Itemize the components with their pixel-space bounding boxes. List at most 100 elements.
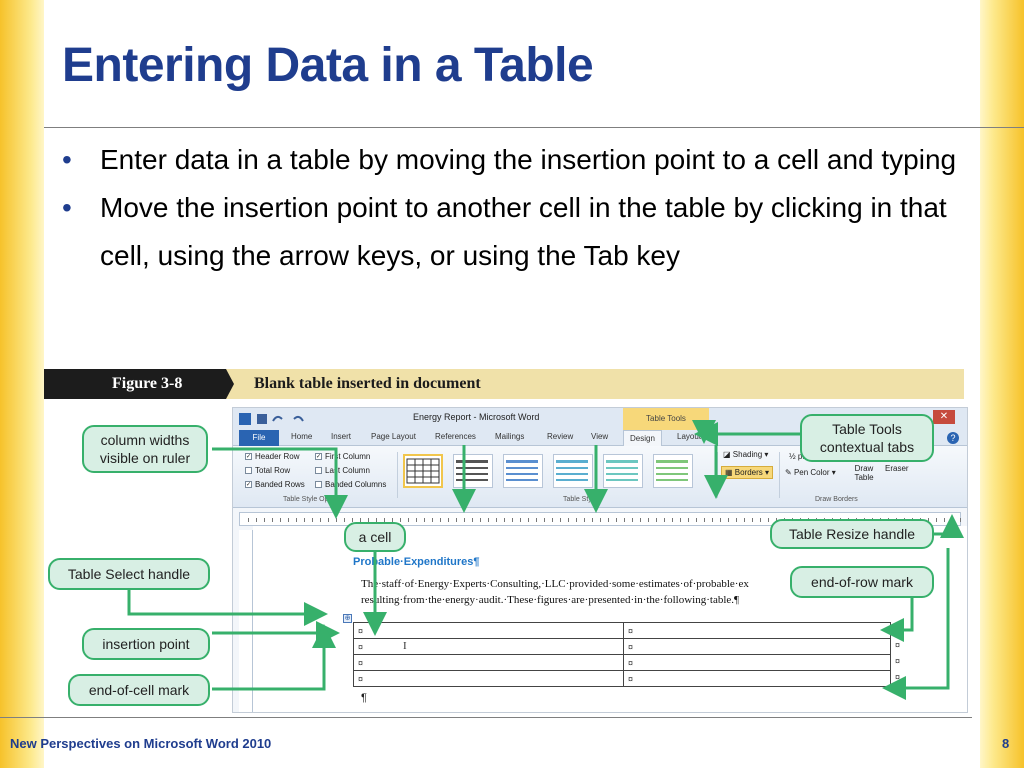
- checkbox-icon: [245, 467, 252, 475]
- document-paragraph: The·staff·of·Energy·Experts·Consulting,·…: [361, 576, 871, 608]
- callout-table-resize: Table Resize handle: [770, 519, 934, 549]
- table-cell[interactable]: ¤: [353, 622, 624, 639]
- table-style-option[interactable]: [653, 454, 693, 488]
- table-row: ¤¤: [353, 622, 891, 639]
- table-cell[interactable]: ¤: [623, 670, 891, 687]
- ruler-tick: [576, 518, 577, 522]
- figure-label: Figure 3-8: [44, 369, 234, 399]
- option-header-row[interactable]: ✓Header Row: [245, 452, 300, 461]
- vertical-ruler: [239, 530, 253, 712]
- ribbon-separator: [717, 452, 718, 498]
- figure-label-text: Figure 3-8: [112, 375, 183, 392]
- checkbox-checked-icon: ✓: [315, 453, 322, 461]
- ruler-tick: [728, 518, 729, 522]
- tab-view[interactable]: View: [591, 432, 609, 441]
- ruler-tick: [632, 518, 633, 522]
- ruler-tick: [720, 518, 721, 522]
- ruler-tick: [336, 518, 337, 522]
- group-label-table-styles: Table Styles: [563, 496, 601, 503]
- title-divider: [44, 127, 1024, 128]
- option-banded-rows[interactable]: ✓Banded Rows: [245, 480, 305, 489]
- tab-file[interactable]: File: [239, 430, 279, 446]
- callout-table-tools: Table Tools contextual tabs: [800, 414, 934, 462]
- bullet-list: •Enter data in a table by moving the ins…: [62, 136, 972, 280]
- ruler-tick: [504, 518, 505, 522]
- tab-design[interactable]: Design: [623, 430, 662, 447]
- page-number: 8: [1002, 736, 1010, 751]
- tab-review[interactable]: Review: [547, 432, 574, 441]
- checkbox-checked-icon: ✓: [245, 453, 252, 461]
- help-icon[interactable]: ?: [947, 432, 959, 444]
- text-cursor-icon: I: [403, 640, 407, 652]
- table-select-handle[interactable]: ⊕: [343, 614, 352, 623]
- left-decorative-bar: [0, 0, 44, 768]
- ruler-tick: [624, 518, 625, 522]
- shading-icon: ◪: [723, 450, 733, 459]
- table-cell[interactable]: ¤: [623, 638, 891, 655]
- ruler-tick: [520, 518, 521, 522]
- right-decorative-bar: [980, 0, 1024, 768]
- pen-color-button[interactable]: ✎ Pen Color ▾: [785, 468, 836, 477]
- paragraph-mark: ¶: [361, 692, 367, 704]
- table-style-option[interactable]: [553, 454, 593, 488]
- table-styles-gallery: [401, 450, 715, 492]
- table-cell[interactable]: ¤: [623, 622, 891, 639]
- table-style-option[interactable]: [503, 454, 543, 488]
- close-icon[interactable]: ✕: [933, 410, 955, 424]
- ruler-tick: [512, 518, 513, 522]
- tab-insert[interactable]: Insert: [331, 432, 352, 441]
- ruler-tick: [472, 518, 473, 522]
- bullet-item: •Move the insertion point to another cel…: [62, 184, 972, 280]
- ruler-tick: [680, 518, 681, 522]
- ruler-tick: [552, 518, 553, 522]
- table-cell[interactable]: ¤: [353, 638, 624, 655]
- table-cell[interactable]: ¤: [353, 654, 624, 671]
- ruler-tick: [568, 518, 569, 522]
- table-grid-icon: [506, 460, 538, 481]
- ruler-tick: [456, 518, 457, 522]
- tab-references[interactable]: References: [435, 432, 476, 441]
- ruler-tick: [752, 518, 753, 522]
- ruler-tick: [304, 518, 305, 522]
- table-row: ¤¤: [353, 654, 891, 671]
- tab-mailings[interactable]: Mailings: [495, 432, 525, 441]
- ruler-tick: [704, 518, 705, 522]
- table-style-option[interactable]: [403, 454, 443, 488]
- borders-icon: ▦: [725, 468, 735, 477]
- table-style-option[interactable]: [453, 454, 493, 488]
- option-first-column[interactable]: ✓First Column: [315, 452, 371, 461]
- pen-icon: ✎: [785, 468, 794, 477]
- tab-home[interactable]: Home: [291, 432, 313, 441]
- table-cell[interactable]: ¤: [353, 670, 624, 687]
- table-style-option[interactable]: [603, 454, 643, 488]
- shading-button[interactable]: ◪ Shading ▾: [723, 450, 769, 459]
- ruler-tick: [768, 518, 769, 522]
- ruler-tick: [280, 518, 281, 522]
- footer-divider: [0, 717, 972, 718]
- ruler-tick: [584, 518, 585, 522]
- tab-layout[interactable]: Layout: [677, 432, 702, 441]
- ruler-tick: [272, 518, 273, 522]
- ruler-tick: [352, 518, 353, 522]
- group-label-table-style-options: Table Style Options: [283, 496, 344, 503]
- ruler-tick: [936, 518, 937, 522]
- option-total-row[interactable]: Total Row: [245, 466, 290, 475]
- end-of-row-mark: ¤: [895, 656, 901, 666]
- document-page[interactable]: Probable·Expenditures¶ The·staff·of·Ener…: [253, 526, 967, 712]
- tab-page-layout[interactable]: Page Layout: [371, 432, 416, 441]
- ribbon-separator: [779, 452, 780, 498]
- option-last-column[interactable]: Last Column: [315, 466, 370, 475]
- ruler-tick: [392, 518, 393, 522]
- ruler-tick: [648, 518, 649, 522]
- ruler-tick: [400, 518, 401, 522]
- checkbox-checked-icon: ✓: [245, 481, 252, 489]
- ruler-tick: [608, 518, 609, 522]
- bullet-text: Move the insertion point to another cell…: [100, 192, 947, 271]
- table-resize-handle[interactable]: [890, 686, 895, 691]
- ruler-tick: [296, 518, 297, 522]
- callout-end-of-row: end-of-row mark: [790, 566, 934, 598]
- table-cell[interactable]: ¤: [623, 654, 891, 671]
- ruler-tick: [432, 518, 433, 522]
- borders-button[interactable]: ▦ Borders ▾: [721, 466, 774, 479]
- option-banded-columns[interactable]: Banded Columns: [315, 480, 386, 489]
